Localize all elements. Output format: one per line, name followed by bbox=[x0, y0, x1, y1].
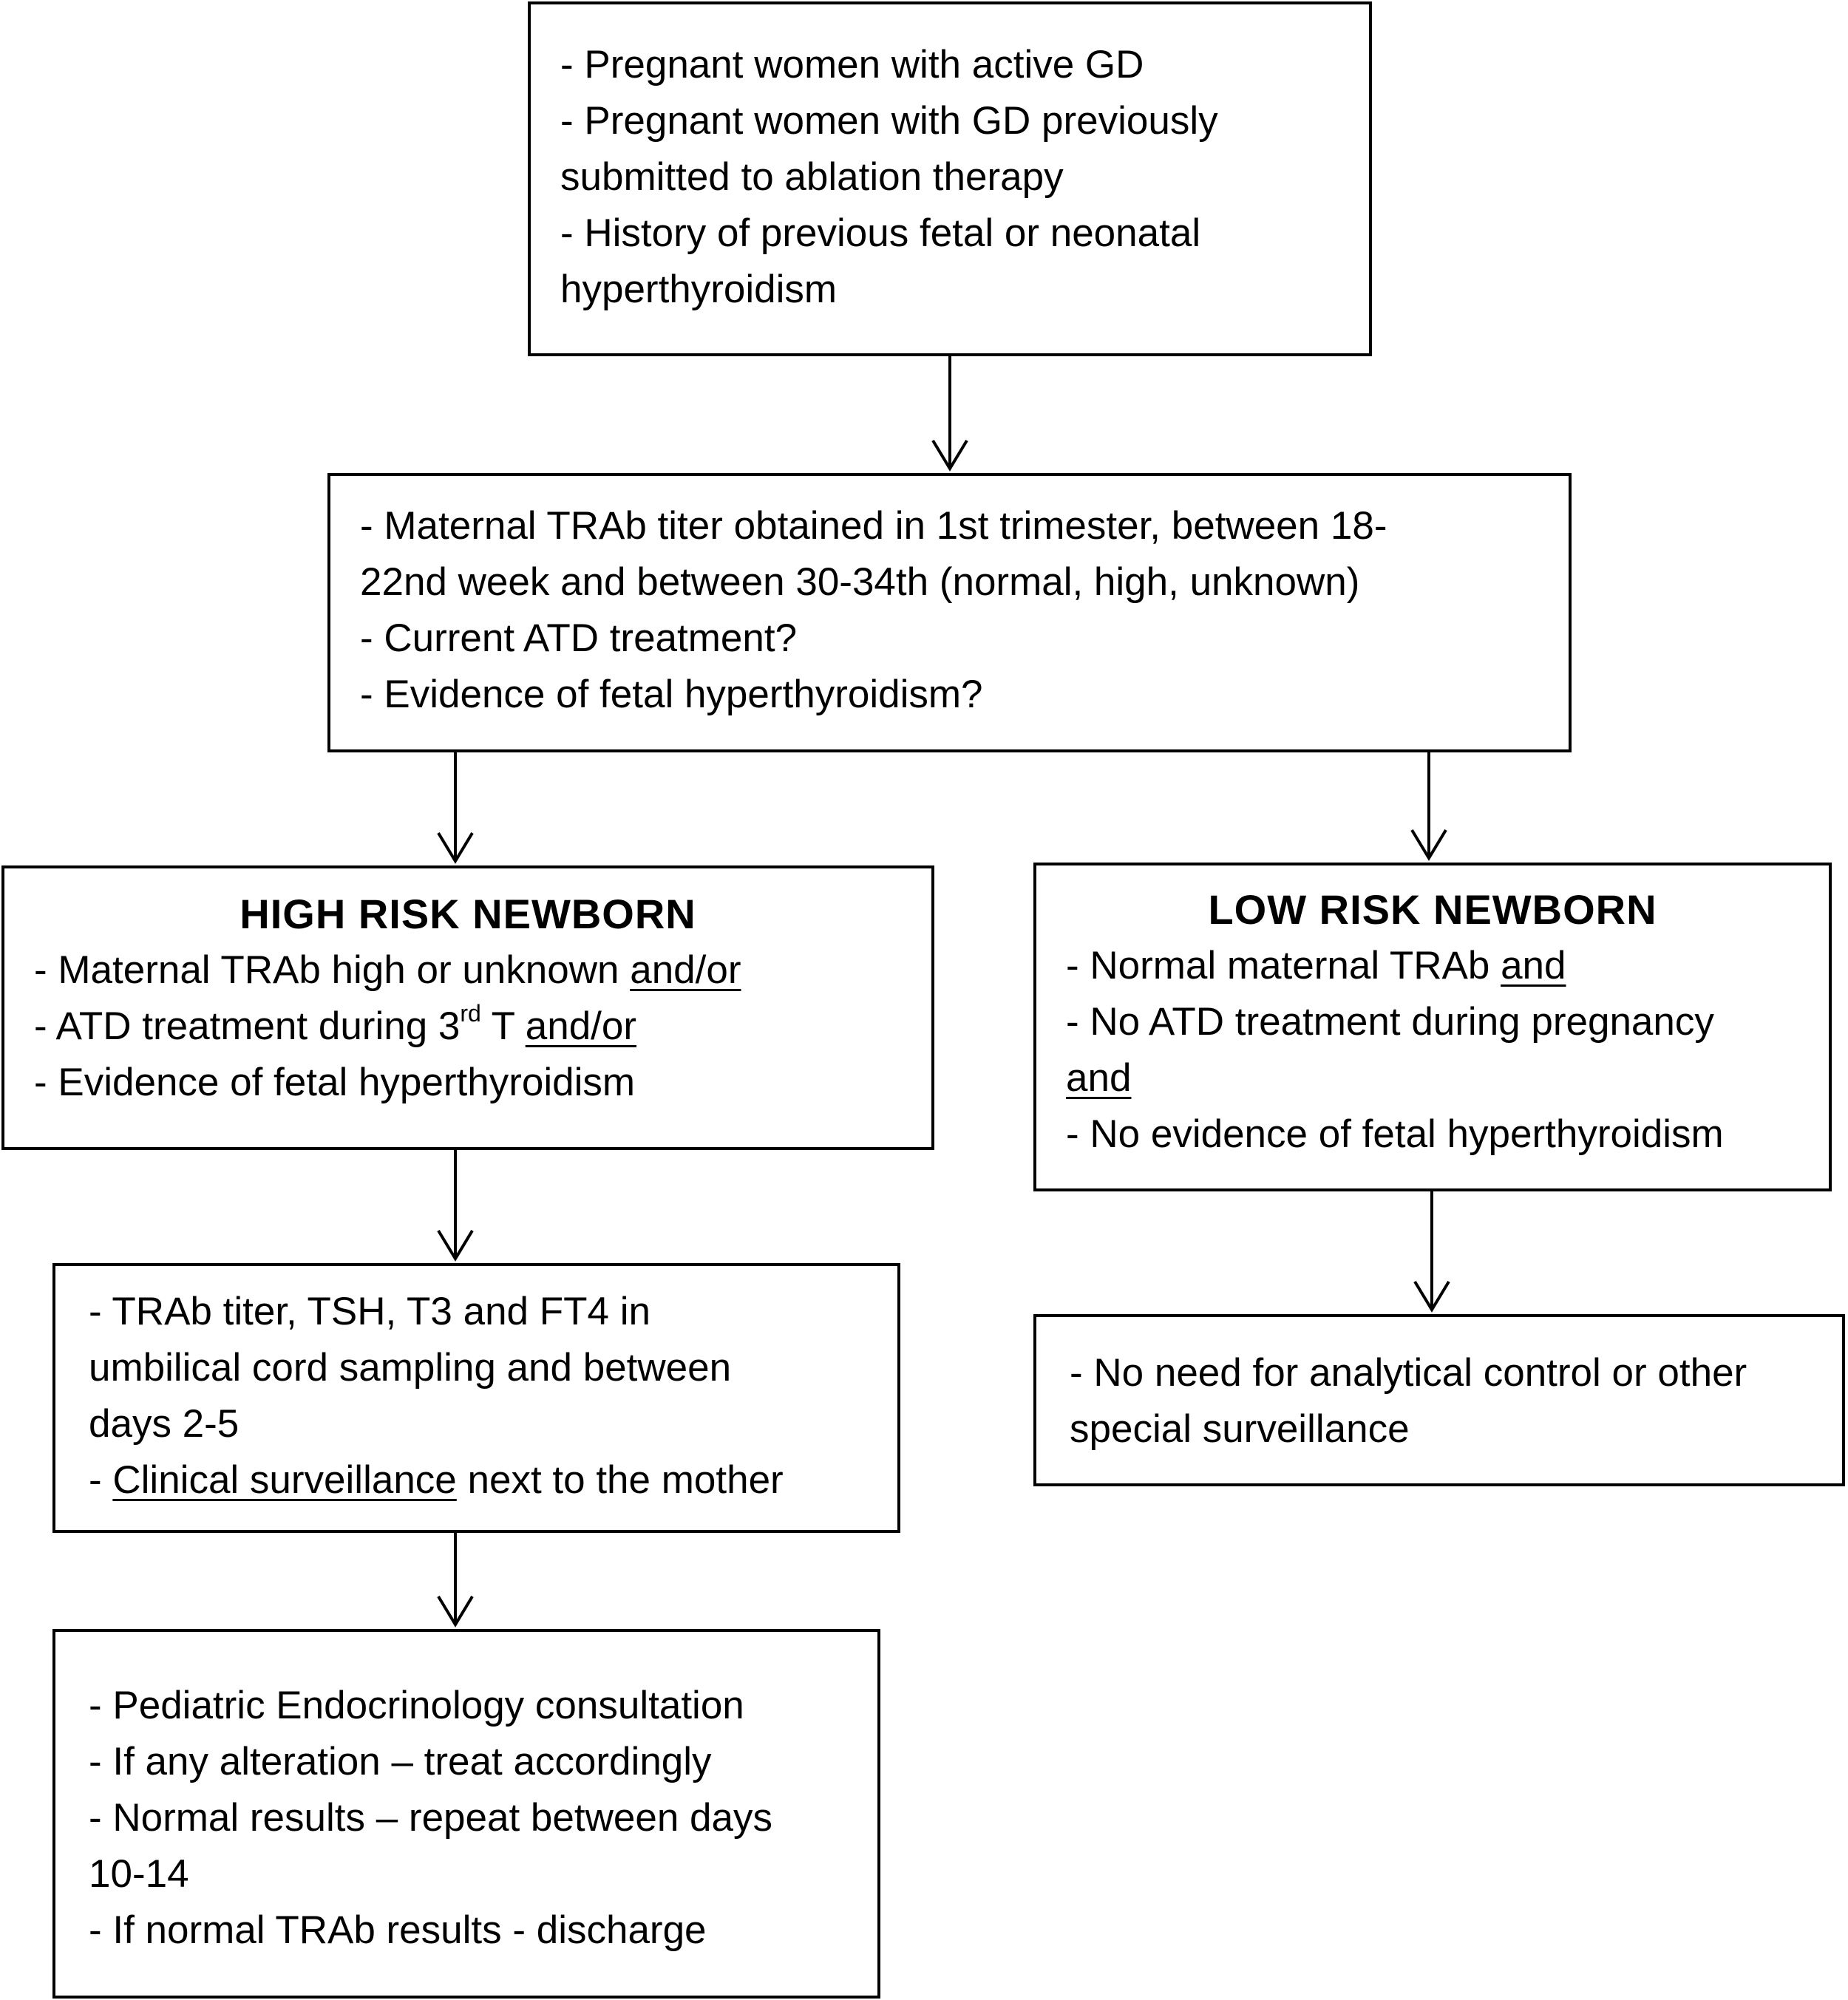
box-line: days 2-5 bbox=[89, 1402, 240, 1446]
box-line: - Pregnant women with GD previously bbox=[560, 99, 1218, 143]
high-risk-line-3: - Evidence of fetal hyperthyroidism bbox=[34, 1061, 636, 1104]
box-line: 10-14 bbox=[89, 1852, 189, 1896]
box-line: - If normal TRAb results - discharge bbox=[89, 1908, 707, 1952]
high-risk-title: HIGH RISK NEWBORN bbox=[240, 891, 696, 937]
box-line: 22nd week and between 30-34th (normal, h… bbox=[360, 560, 1360, 604]
box-line: - TRAb titer, TSH, T3 and FT4 in bbox=[89, 1290, 650, 1333]
box-line: - Pregnant women with active GD bbox=[560, 43, 1144, 86]
box-line: submitted to ablation therapy bbox=[560, 155, 1064, 199]
high-risk-line-1: - Maternal TRAb high or unknown and/or bbox=[34, 948, 741, 992]
box-line: - Clinical surveillance next to the moth… bbox=[89, 1458, 784, 1502]
box-line: - Evidence of fetal hyperthyroidism? bbox=[360, 673, 983, 716]
low-risk-line-3: and bbox=[1066, 1056, 1132, 1100]
box-line: - No need for analytical control or othe… bbox=[1070, 1351, 1747, 1395]
high-risk-final-box: - Pediatric Endocrinology consultation -… bbox=[52, 1629, 880, 1999]
arrowhead-high-risk-to-followup bbox=[437, 1229, 474, 1262]
box-line: - Current ATD treatment? bbox=[360, 616, 798, 660]
arrowhead-box1-to-box2 bbox=[931, 439, 968, 472]
box-line: - Pediatric Endocrinology consultation bbox=[89, 1684, 744, 1727]
inclusion-criteria-box: - Pregnant women with active GD - Pregna… bbox=[528, 1, 1372, 356]
box-line: - Normal results – repeat between days bbox=[89, 1796, 772, 1840]
box-line: hyperthyroidism bbox=[560, 268, 838, 311]
low-risk-title: LOW RISK NEWBORN bbox=[1208, 886, 1657, 933]
box-line: - Maternal TRAb titer obtained in 1st tr… bbox=[360, 504, 1387, 548]
arrowhead-box2-to-low-risk bbox=[1410, 829, 1447, 861]
high-risk-newborn-box: HIGH RISK NEWBORN - Maternal TRAb high o… bbox=[1, 865, 934, 1150]
low-risk-followup-box: - No need for analytical control or othe… bbox=[1033, 1314, 1845, 1486]
assessment-box: - Maternal TRAb titer obtained in 1st tr… bbox=[327, 473, 1572, 752]
low-risk-line-1: - Normal maternal TRAb and bbox=[1066, 944, 1566, 987]
arrowhead-box2-to-high-risk bbox=[437, 831, 474, 864]
arrowhead-low-risk-to-followup bbox=[1413, 1280, 1450, 1313]
arrowhead-followup-to-final bbox=[437, 1595, 474, 1627]
low-risk-line-4: - No evidence of fetal hyperthyroidism bbox=[1066, 1112, 1724, 1156]
low-risk-newborn-box: LOW RISK NEWBORN - Normal maternal TRAb … bbox=[1033, 863, 1832, 1191]
low-risk-line-2: - No ATD treatment during pregnancy bbox=[1066, 1000, 1714, 1044]
box-line: umbilical cord sampling and between bbox=[89, 1346, 732, 1390]
box-line: - History of previous fetal or neonatal bbox=[560, 211, 1201, 255]
high-risk-line-2: - ATD treatment during 3rd T and/or bbox=[34, 1000, 637, 1048]
box-line: special surveillance bbox=[1070, 1407, 1410, 1451]
high-risk-followup-box: - TRAb titer, TSH, T3 and FT4 in umbilic… bbox=[52, 1263, 900, 1533]
box-line: - If any alteration – treat accordingly bbox=[89, 1740, 712, 1783]
